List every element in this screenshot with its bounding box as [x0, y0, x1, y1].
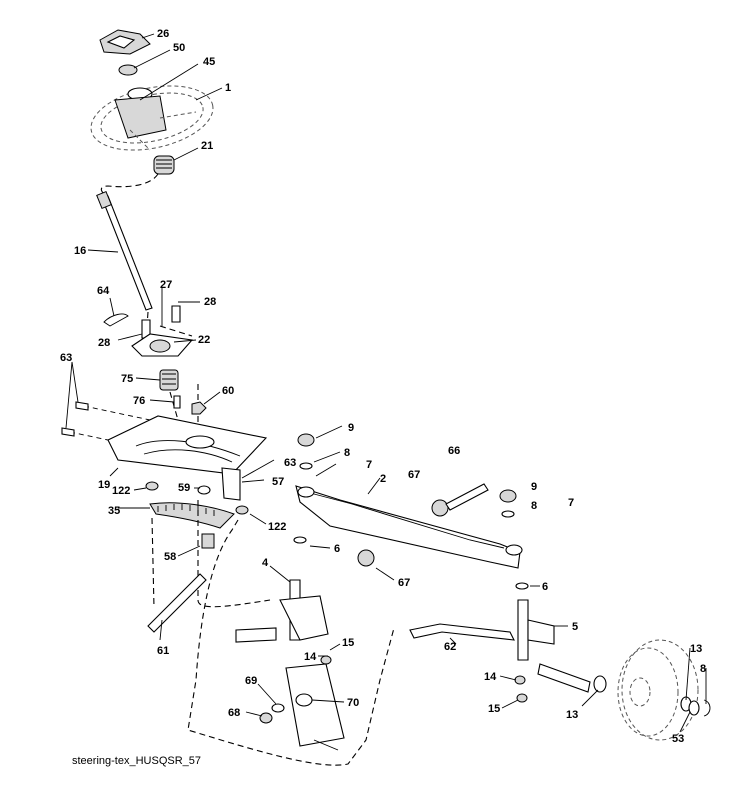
callout-76: 76	[133, 395, 145, 407]
steering-bracket-lower	[285, 663, 345, 751]
tie-rod	[409, 623, 515, 641]
callout-68: 68	[228, 707, 240, 719]
callout-16: 16	[74, 245, 86, 257]
steering-bracket	[131, 333, 194, 357]
callout-67-bottom: 67	[398, 577, 410, 589]
callout-58: 58	[164, 551, 176, 563]
mounting-screws	[61, 401, 89, 437]
leader-dashed-shaft	[100, 173, 159, 195]
callout-13-bottom: 13	[566, 709, 578, 721]
nut	[118, 64, 138, 76]
callout-75: 75	[121, 373, 133, 385]
spacers	[145, 481, 249, 515]
callout-27: 27	[160, 279, 172, 291]
callout-7-right: 7	[568, 497, 574, 509]
callout-66: 66	[448, 445, 460, 457]
callout-6-right: 6	[542, 581, 548, 593]
lock-nut	[191, 401, 207, 415]
spindle-right	[517, 599, 591, 693]
callout-64: 64	[97, 285, 110, 297]
fastener-small	[259, 703, 285, 724]
steering-wheel	[90, 85, 214, 151]
callout-57: 57	[272, 476, 284, 488]
spindle-left	[235, 579, 329, 643]
callout-122-right: 122	[268, 521, 286, 533]
callout-28-left: 28	[98, 337, 110, 349]
callout-15-right: 15	[488, 703, 500, 715]
leader-dashed-sector	[151, 500, 271, 609]
callout-50: 50	[173, 42, 185, 54]
leader-lines	[65, 33, 707, 733]
callout-14-left: 14	[304, 651, 317, 663]
callout-35: 35	[108, 505, 120, 517]
callout-62: 62	[444, 641, 456, 653]
callout-15-left: 15	[342, 637, 354, 649]
callout-67-top: 67	[408, 469, 420, 481]
callout-21: 21	[201, 140, 213, 152]
callout-1: 1	[225, 82, 231, 94]
nuts	[320, 655, 528, 703]
callout-22: 22	[198, 334, 210, 346]
axle-caps	[297, 433, 517, 503]
callout-7-left: 7	[366, 459, 372, 471]
callout-2: 2	[380, 473, 386, 485]
callout-4: 4	[262, 557, 269, 569]
callout-labels: 26 50 45 1 21 16 64 27 28 28 22 63 75 60…	[60, 28, 706, 745]
cotter-pin	[103, 313, 129, 327]
callout-14-right: 14	[484, 671, 497, 683]
leader-dashed-mounting	[69, 405, 151, 441]
screw	[173, 395, 181, 409]
callout-8-right: 8	[531, 500, 537, 512]
callout-5: 5	[572, 621, 578, 633]
drag-link	[147, 573, 207, 633]
callout-26: 26	[157, 28, 169, 40]
sector-gear	[149, 502, 235, 529]
steering-adapter	[153, 155, 175, 175]
callout-13-top: 13	[690, 643, 702, 655]
callout-6-left: 6	[334, 543, 340, 555]
callout-70: 70	[347, 697, 359, 709]
callout-69: 69	[245, 675, 257, 687]
bolts	[141, 305, 181, 339]
callout-9-right: 9	[531, 481, 537, 493]
front-axle	[295, 485, 523, 569]
diagram-caption: steering-tex_HUSQSR_57	[72, 755, 201, 767]
callout-59: 59	[178, 482, 190, 494]
callout-63-right: 63	[284, 457, 296, 469]
callout-60: 60	[222, 385, 234, 397]
callout-9-left: 9	[348, 422, 354, 434]
pinion-gear	[159, 369, 179, 391]
sector-bolt	[201, 533, 215, 549]
front-wheel	[593, 639, 711, 741]
callout-8-wheel: 8	[700, 663, 706, 675]
callout-122-left: 122	[112, 485, 130, 497]
pivot-bolt	[357, 483, 489, 567]
axle-washers	[293, 462, 529, 590]
callout-45: 45	[203, 56, 215, 68]
callout-28-top: 28	[204, 296, 216, 308]
callout-63-left: 63	[60, 352, 72, 364]
steering-shaft	[96, 190, 153, 311]
callout-19: 19	[98, 479, 110, 491]
callout-53: 53	[672, 733, 684, 745]
callout-61: 61	[157, 645, 169, 657]
steering-cap	[99, 29, 151, 55]
callout-8-left: 8	[344, 447, 350, 459]
